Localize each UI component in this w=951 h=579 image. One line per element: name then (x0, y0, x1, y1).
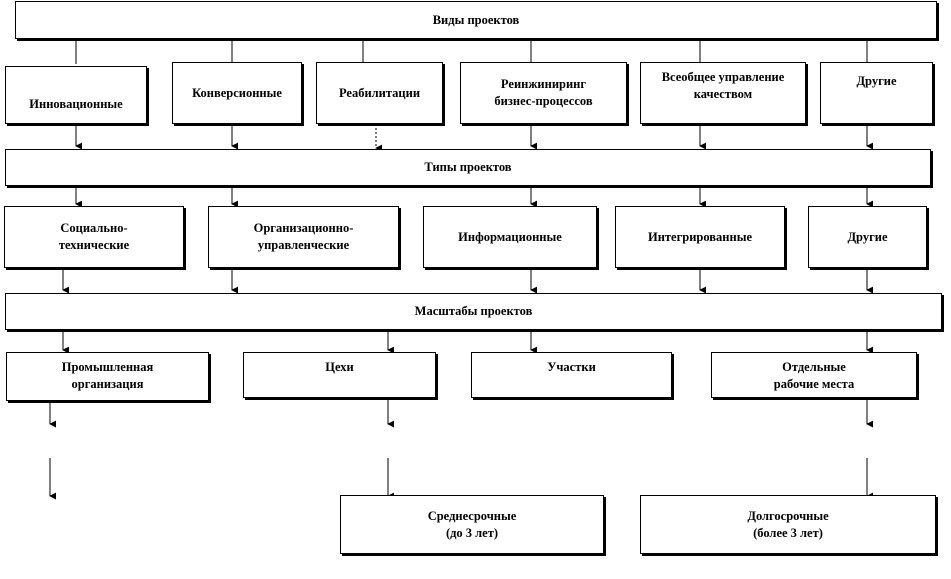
kind-reengineering: Реинжиниринг бизнес-процессов (460, 62, 627, 124)
kind-tqm: Всеобщее управление качеством (640, 62, 806, 124)
kind-conversion: Конверсионные (172, 62, 302, 124)
scale-workplaces: Отдельные рабочие места (711, 352, 917, 398)
type-integrated: Интегрированные (615, 206, 785, 268)
type-sociotechnical: Социально- технические (4, 206, 184, 268)
header-kinds: Виды проектов (15, 1, 937, 39)
scale-industrial-organization: Промышленная организация (6, 352, 209, 401)
header-types: Типы проектов (5, 149, 931, 186)
scale-sections: Участки (471, 352, 672, 398)
type-informational: Информационные (423, 206, 597, 268)
scale-workshops: Цехи (243, 352, 436, 398)
kind-other: Другие (820, 62, 933, 124)
duration-medium-term: Среднесрочные (до 3 лет) (340, 495, 604, 554)
kind-innovative: Инновационные (5, 66, 147, 124)
header-scales: Масштабы проектов (5, 293, 942, 330)
type-other: Другие (808, 206, 927, 268)
kind-rehabilitation: Реабилитации (316, 62, 443, 124)
duration-long-term: Долгосрочные (более 3 лет) (640, 495, 936, 554)
type-organizational: Организационно- управленческие (208, 206, 399, 268)
